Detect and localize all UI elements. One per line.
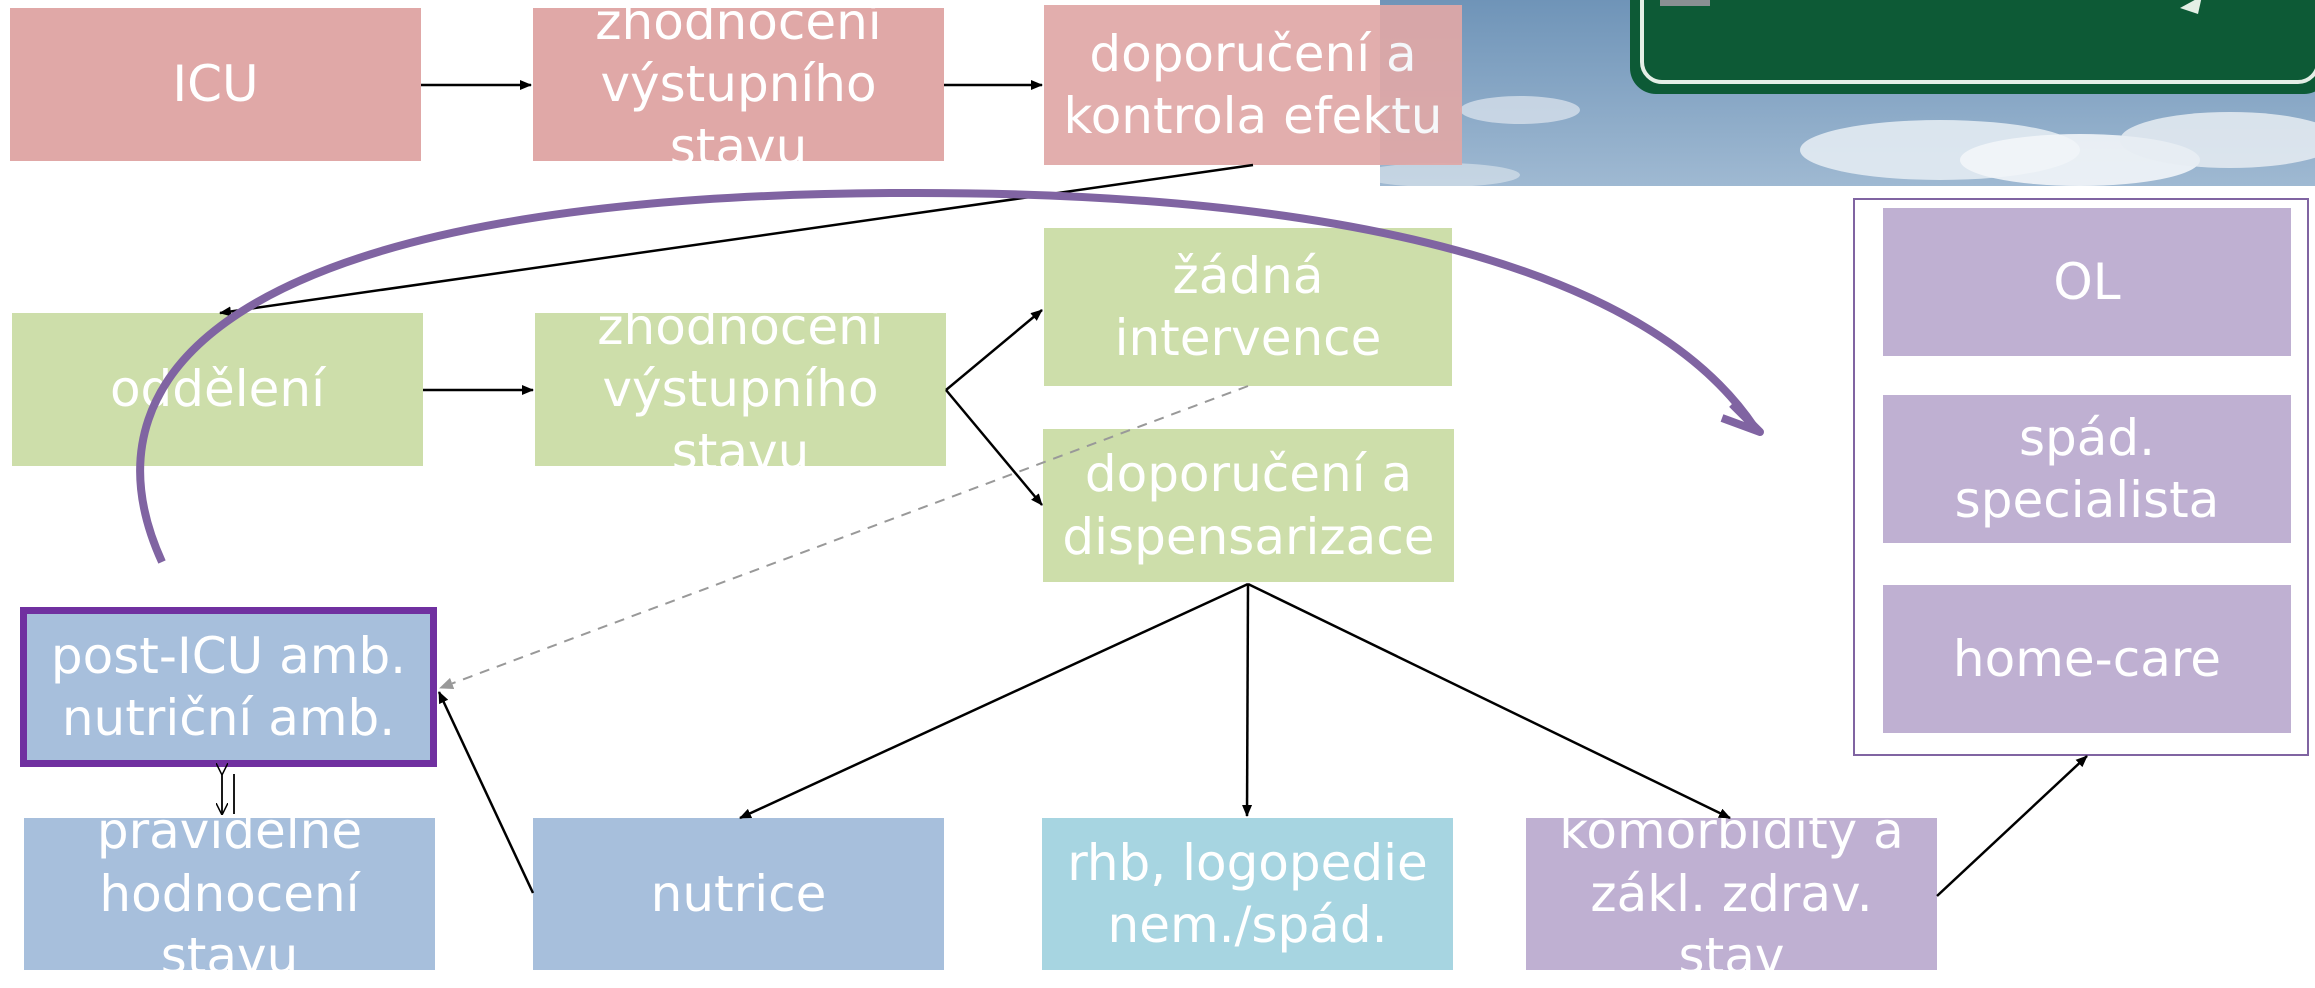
node-ward: oddělení [12,313,423,466]
node-ward-assessment: zhodnocení výstupního stavu [535,298,946,481]
arrow-dispensarization-to-nutrition [739,582,1249,820]
node-regular-assessment: pravidelné hodnocení stavu [24,802,435,985]
arrow-nutrition-to-posticu [437,691,535,894]
curved-arrow-head-icon [1720,401,1764,436]
node-icu: ICU [10,8,421,161]
arrow-assessment-to-no-intervention [945,309,1043,391]
node-gp: OL [1883,208,2291,356]
node-home-care: home-care [1883,585,2291,733]
arrow-dispensarization-to-comorbidities [1247,582,1731,820]
arrow-assessment-to-dispensarization [945,389,1043,506]
highway-sign-photo [1380,0,2315,186]
node-rehab: rhb, logopedie nem./spád. [1042,818,1453,970]
node-nutrition: nutrice [533,818,944,970]
node-icu-recommendation: doporučení a kontrola efektu [1044,5,1462,165]
node-no-intervention: žádná intervence [1044,228,1452,386]
node-icu-assessment: zhodnocení výstupního stavu [533,0,944,176]
node-dispensarization: doporučení a dispensarizace [1043,429,1454,582]
node-specialist: spád. specialista [1883,395,2291,543]
arrow-comorbidities-to-community [1936,755,2088,897]
arrow-dispensarization-to-rehab [1242,583,1253,817]
node-comorbidities: komorbidity a zákl. zdrav. stav [1526,802,1937,985]
node-posticu-clinic: post-ICU amb. nutriční amb. [20,607,437,767]
